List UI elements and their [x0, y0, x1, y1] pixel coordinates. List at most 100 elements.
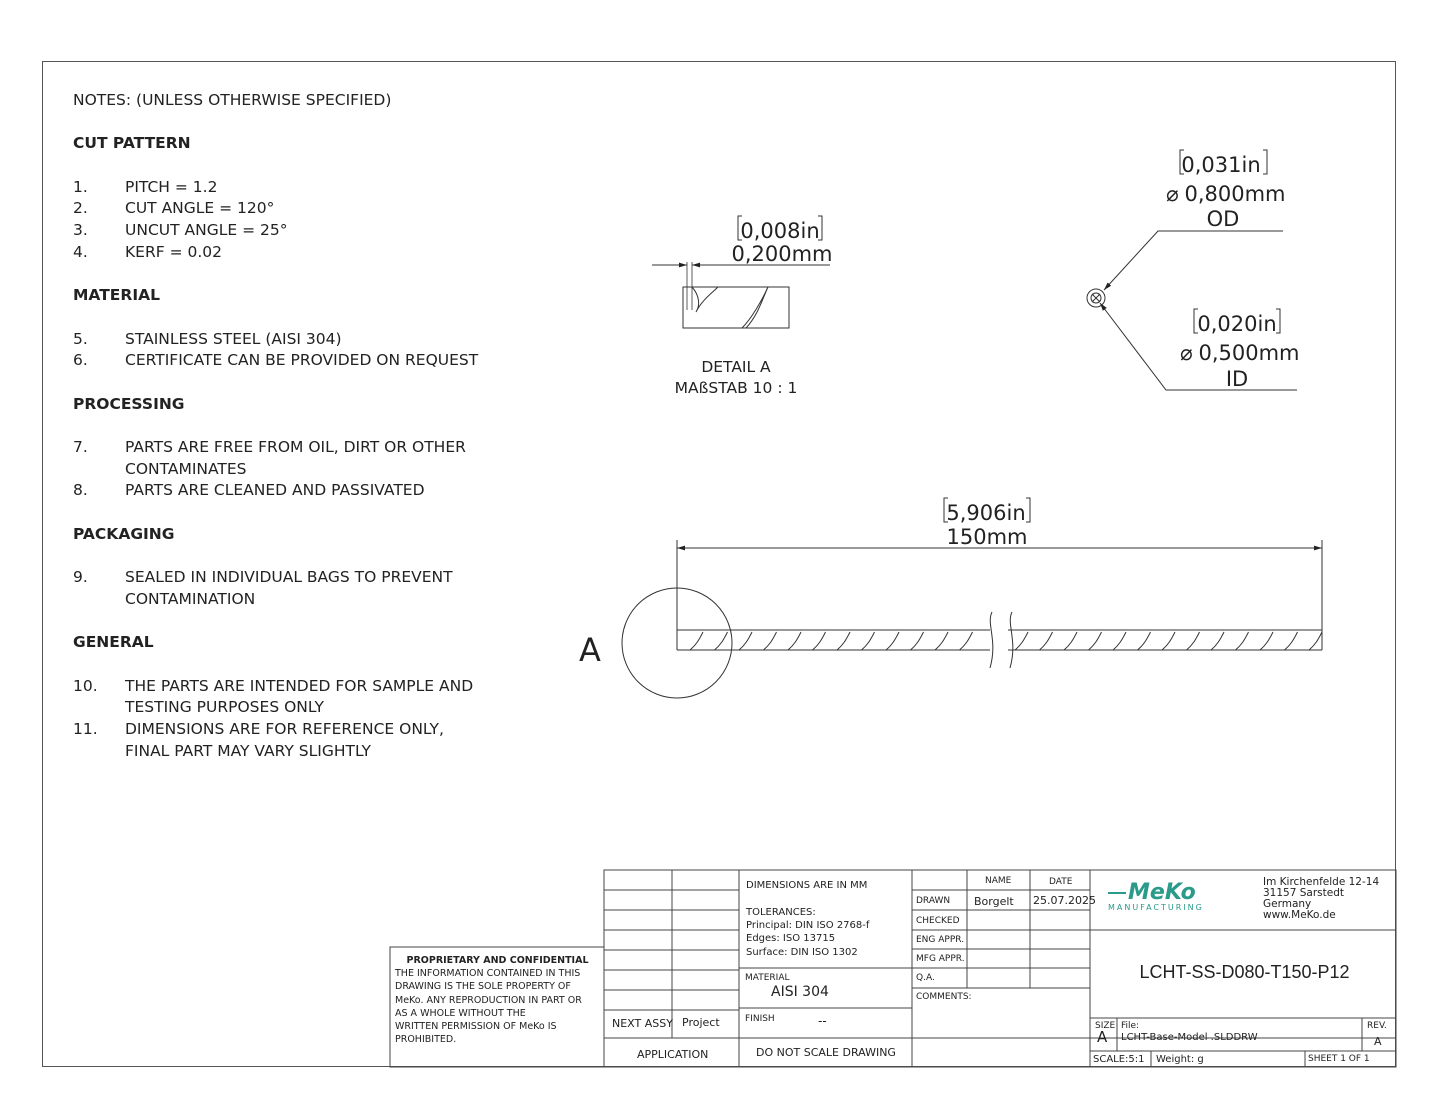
note-item: 10.THE PARTS ARE INTENDED FOR SAMPLE AND	[73, 676, 503, 698]
detail-dim-mm: 0,200mm	[731, 242, 832, 266]
note-number: 10.	[73, 676, 98, 695]
id-circle	[1090, 292, 1102, 304]
note-number: 6.	[73, 351, 88, 370]
company-address: Im Kirchenfelde 12-14 31157 Sarstedt Ger…	[1263, 877, 1379, 921]
detail-tube-outline	[682, 286, 790, 329]
cut-line	[836, 631, 851, 651]
id-diameter-symbol: ⌀	[1180, 341, 1193, 365]
note-item: 4.KERF = 0.02	[73, 242, 503, 264]
note-text-continued: TESTING PURPOSES ONLY	[125, 698, 324, 717]
notes-header: NOTES: (UNLESS OTHERWISE SPECIFIED)	[73, 91, 392, 109]
detail-caption: DETAIL A	[701, 358, 771, 376]
od-diameter-symbol: ⌀	[1166, 182, 1179, 206]
address-line: www.MeKo.de	[1263, 909, 1336, 921]
eng-appr-label: ENG APPR.	[916, 935, 965, 945]
material-label: MATERIAL	[745, 973, 790, 983]
logo-word: MeKo	[1108, 880, 1204, 905]
proprietary-notice: PROPRIETARY AND CONFIDENTIAL THE INFORMA…	[395, 954, 600, 1046]
detail-scale-caption: MAßSTAB 10 : 1	[675, 379, 798, 397]
next-assy-label: NEXT ASSY	[612, 1017, 673, 1030]
tolerance-edges: Edges: ISO 13715	[746, 933, 836, 944]
od-dim-brackets	[1179, 149, 1268, 175]
size-label: SIZE	[1095, 1021, 1116, 1031]
meko-logo: MeKo MANUFACTURING	[1108, 880, 1204, 912]
qa-label: Q.A.	[916, 973, 935, 983]
note-item: 11. DIMENSIONS ARE FOR REFERENCE ONLY,	[73, 719, 503, 741]
note-item: 3. UNCUT ANGLE = 25°	[73, 220, 503, 242]
proprietary-line: PROHIBITED.	[395, 1034, 457, 1046]
sheet-label: SHEET 1 OF 1	[1308, 1054, 1370, 1064]
address-line: Germany	[1263, 898, 1312, 910]
cut-line	[812, 631, 826, 651]
note-text: PARTS ARE FREE FROM OIL, DIRT OR OTHER	[125, 438, 466, 456]
note-text: UNCUT ANGLE = 25°	[125, 221, 288, 240]
section-view	[1086, 230, 1297, 391]
id-dim-brackets	[1193, 308, 1281, 334]
notes-block: NOTES: (UNLESS OTHERWISE SPECIFIED) CUT …	[73, 90, 503, 762]
size-value: A	[1097, 1028, 1108, 1046]
detail-cut-right	[741, 286, 769, 329]
note-number: 11.	[73, 719, 98, 738]
note-number: 4.	[73, 242, 88, 261]
note-item: 2.CUT ANGLE = 120°	[73, 198, 503, 220]
tolerance-surface: Surface: DIN ISO 1302	[746, 947, 858, 958]
note-text: DIMENSIONS ARE FOR REFERENCE ONLY,	[125, 719, 444, 738]
proprietary-line: MeKo. ANY REPRODUCTION IN PART OR	[395, 994, 582, 1006]
cut-line	[934, 631, 949, 651]
note-item: 5.STAINLESS STEEL (AISI 304)	[73, 329, 503, 351]
cut-line	[1137, 631, 1151, 651]
company-word: MeKo	[1128, 880, 1196, 905]
note-text-continued: CONTAMINATION	[125, 589, 256, 608]
note-number: 7.	[73, 438, 88, 456]
note-number: 9.	[73, 568, 88, 587]
section-title-processing: PROCESSING	[73, 394, 185, 413]
title-block-grid	[389, 869, 1397, 1068]
company-sub: MANUFACTURING	[1108, 903, 1204, 912]
date-header: DATE	[1049, 877, 1073, 887]
address-line: 31157 Sarstedt	[1263, 887, 1344, 899]
section-title-material: MATERIAL	[73, 286, 160, 305]
proprietary-line: DRAWING IS THE SOLE PROPERTY OF	[395, 981, 571, 993]
length-dim-in: 5,906in	[946, 501, 1025, 525]
cut-line	[1088, 631, 1102, 651]
tolerances-title: TOLERANCES:	[746, 907, 816, 918]
dims-note: DIMENSIONS ARE IN MM	[746, 880, 868, 891]
detail-cut-left	[691, 286, 719, 313]
note-text-continued: FINAL PART MAY VARY SLIGHTLY	[125, 741, 372, 760]
note-number: 3.	[73, 221, 88, 240]
length-dimension	[676, 540, 1323, 650]
cut-line	[738, 631, 753, 651]
comments-label: COMMENTS:	[916, 992, 972, 1002]
cut-line	[1186, 631, 1200, 651]
project-label: Project	[682, 1016, 720, 1029]
drawn-name: Borgelt	[974, 895, 1014, 908]
note-number: 5.	[73, 329, 88, 348]
id-dim-mm: 0,500mm	[1198, 341, 1299, 365]
cut-line	[959, 631, 973, 651]
rev-value: A	[1374, 1035, 1382, 1048]
note-text: SEALED IN INDIVIDUAL BAGS TO PREVENT	[125, 568, 453, 587]
file-value: LCHT-Base-Model .SLDDRW	[1121, 1032, 1258, 1043]
length-dim-mm: 150mm	[947, 525, 1028, 549]
detail-a-letter: A	[579, 631, 601, 669]
note-item: 6.CERTIFICATE CAN BE PROVIDED ON REQUEST	[73, 350, 503, 372]
cut-line	[787, 631, 802, 651]
finish-label: FINISH	[745, 1014, 775, 1024]
tube-main-view	[676, 611, 1323, 669]
cut-line	[885, 631, 900, 651]
cut-line	[1161, 631, 1176, 651]
note-item: 7. PARTS ARE FREE FROM OIL, DIRT OR OTHER	[73, 437, 503, 459]
note-text-continued: CONTAMINATES	[125, 459, 247, 478]
cut-line	[910, 631, 924, 651]
detail-dim-in: 0,008in	[740, 219, 819, 243]
note-number: 8.	[73, 481, 88, 500]
cut-line	[1259, 631, 1274, 651]
weight-label: Weight: g	[1156, 1054, 1204, 1065]
proprietary-title: PROPRIETARY AND CONFIDENTIAL	[406, 955, 589, 966]
mfg-appr-label: MFG APPR.	[916, 954, 965, 964]
finish-value: --	[818, 1014, 827, 1028]
detail-a-callout-circle	[621, 587, 733, 699]
application-label: APPLICATION	[637, 1048, 709, 1061]
drawn-date: 25.07.2025	[1033, 894, 1096, 907]
